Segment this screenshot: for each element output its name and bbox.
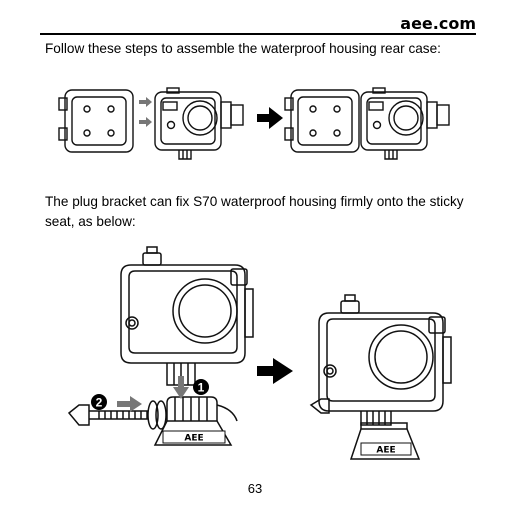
assembled-housing-icon: [361, 88, 449, 159]
step-2-number: 2: [96, 396, 103, 410]
aee-logo-plate: AEE: [361, 443, 411, 456]
step-1-number: 1: [198, 381, 205, 395]
bracket-mount-figure: 1 2 AEE AEE: [55, 245, 465, 470]
header-rule: [40, 33, 476, 35]
step-1-badge: 1: [193, 379, 209, 395]
mount-logo-text: AEE: [184, 434, 203, 444]
bracket-instruction: The plug bracket can fix S70 waterproof …: [45, 192, 485, 232]
arrow-right-icon: [117, 396, 142, 412]
waterproof-housing-icon: [121, 247, 253, 385]
assembly-instruction: Follow these steps to assemble the water…: [45, 39, 485, 59]
washer-icon: [148, 401, 166, 429]
rear-case-icon: [59, 90, 133, 152]
mounted-housing-icon: [311, 295, 451, 459]
result-arrow-icon: [257, 107, 283, 129]
rear-case-assembly-figure: [55, 80, 465, 165]
result-arrow-icon: [257, 358, 293, 384]
mount-logo-text: AEE: [376, 446, 395, 456]
assembled-rear-case-icon: [285, 90, 359, 152]
arrow-down-icon: [173, 376, 189, 399]
aee-logo-plate: AEE: [163, 431, 225, 444]
brand-logo: aee.com: [400, 14, 476, 33]
step-2-badge: 2: [91, 394, 107, 410]
page-number: 63: [0, 481, 510, 496]
insert-arrows-icon: [139, 97, 152, 127]
housing-front-icon: [155, 88, 243, 159]
